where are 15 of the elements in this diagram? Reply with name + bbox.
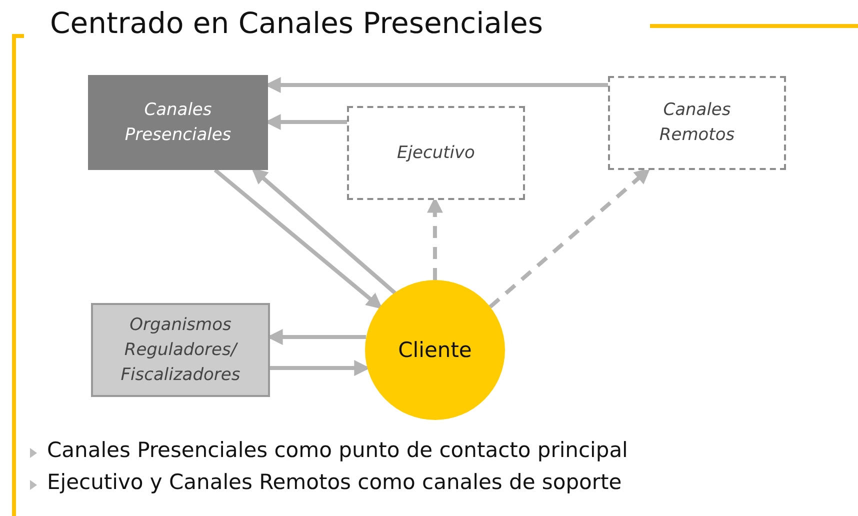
arrow [252,168,396,295]
arrow [214,168,382,310]
node-label: Cliente [397,338,473,362]
node-label: Canales Presenciales [124,98,232,146]
arrow [488,168,650,309]
dashed-box [347,106,525,200]
process-box [91,303,270,397]
bullet-text: Ejecutivo y Canales Remotos como canales de soporte [47,470,622,494]
bullet-text: Canales Presenciales como punto de contacto principal [47,438,628,462]
node-label: Canales Remotos [658,99,736,147]
node-label: Ejecutivo [396,142,476,164]
process-box [88,75,268,170]
title: Centrado en Canales Presenciales [50,6,543,40]
node-label: Organismos Reguladores/ Fiscalizadores [120,314,242,386]
dashed-box [608,76,786,170]
